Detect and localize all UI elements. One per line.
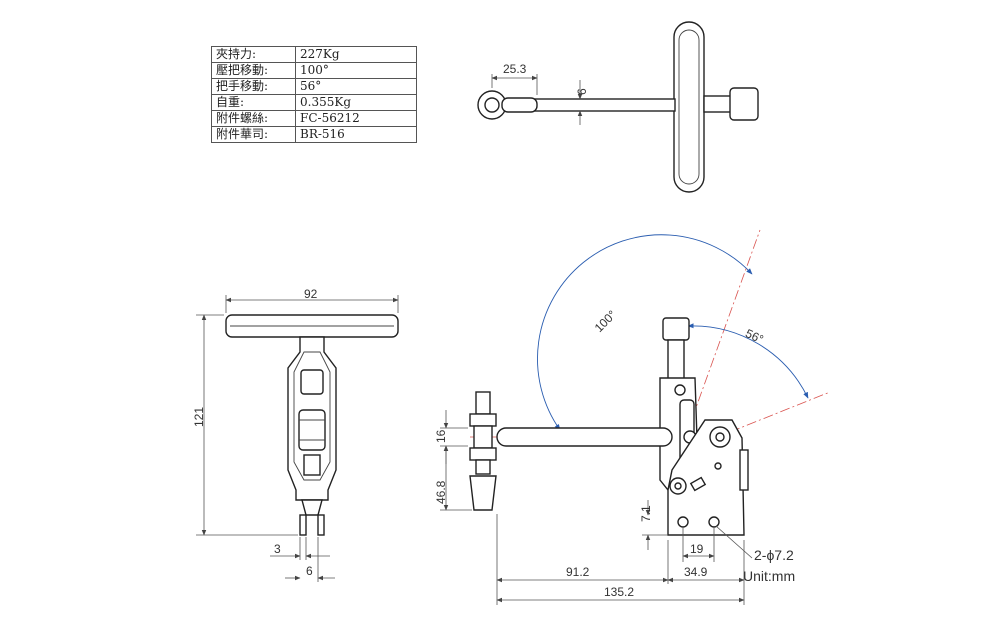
dim-hole-spec: 2-ϕ7.2 xyxy=(754,547,794,563)
dim-spindle-height: 46.8 xyxy=(434,480,448,504)
dim-front-small-b: 6 xyxy=(306,564,313,578)
spec-row: 把手移動:56° xyxy=(211,78,417,95)
dim-arm-reach: 91.2 xyxy=(566,565,590,579)
spec-value: BR-516 xyxy=(295,126,417,143)
arc-handle-angle xyxy=(687,323,809,399)
dim-top-width: 25.3 xyxy=(503,62,527,76)
base-block-top xyxy=(729,87,759,121)
dim-hole-spacing: 19 xyxy=(690,542,704,556)
arc-lever-angle xyxy=(537,234,753,431)
dim-front-height: 121 xyxy=(192,407,206,427)
dim-front-width: 92 xyxy=(304,287,318,301)
spec-row: 附件螺絲:FC-56212 xyxy=(211,110,417,127)
dim-base: 34.9 xyxy=(684,565,708,579)
angle-lever-label: 100° xyxy=(592,307,620,335)
spindle-top-nut xyxy=(475,391,491,415)
dim-top-height: 6 xyxy=(575,88,589,95)
spec-label: 把手移動: xyxy=(211,78,296,95)
dim-front-small-a: 3 xyxy=(274,542,281,556)
spec-value: FC-56212 xyxy=(295,110,417,127)
handle-grip-top xyxy=(673,21,705,193)
spec-label: 附件華司: xyxy=(211,126,296,143)
dim-arm-thickness: 16 xyxy=(434,429,448,443)
dim-total: 135.2 xyxy=(604,585,634,599)
front-view: 92 121 3 6 xyxy=(192,287,399,582)
spec-row: 附件華司:BR-516 xyxy=(211,126,417,143)
unit-label: Unit:mm xyxy=(743,568,795,584)
side-view: 100° 56° 16 xyxy=(434,229,831,605)
handle-cap-side xyxy=(662,317,690,341)
spindle-rubber-tip xyxy=(469,475,497,511)
top-view: 25.3 6 xyxy=(477,21,759,193)
dim-offset: 7.1 xyxy=(639,505,653,522)
horizontal-arm-side xyxy=(496,427,673,447)
angle-handle-label: 56° xyxy=(743,326,766,346)
mount-hole-2 xyxy=(708,516,720,528)
mount-hole-1 xyxy=(677,516,689,528)
